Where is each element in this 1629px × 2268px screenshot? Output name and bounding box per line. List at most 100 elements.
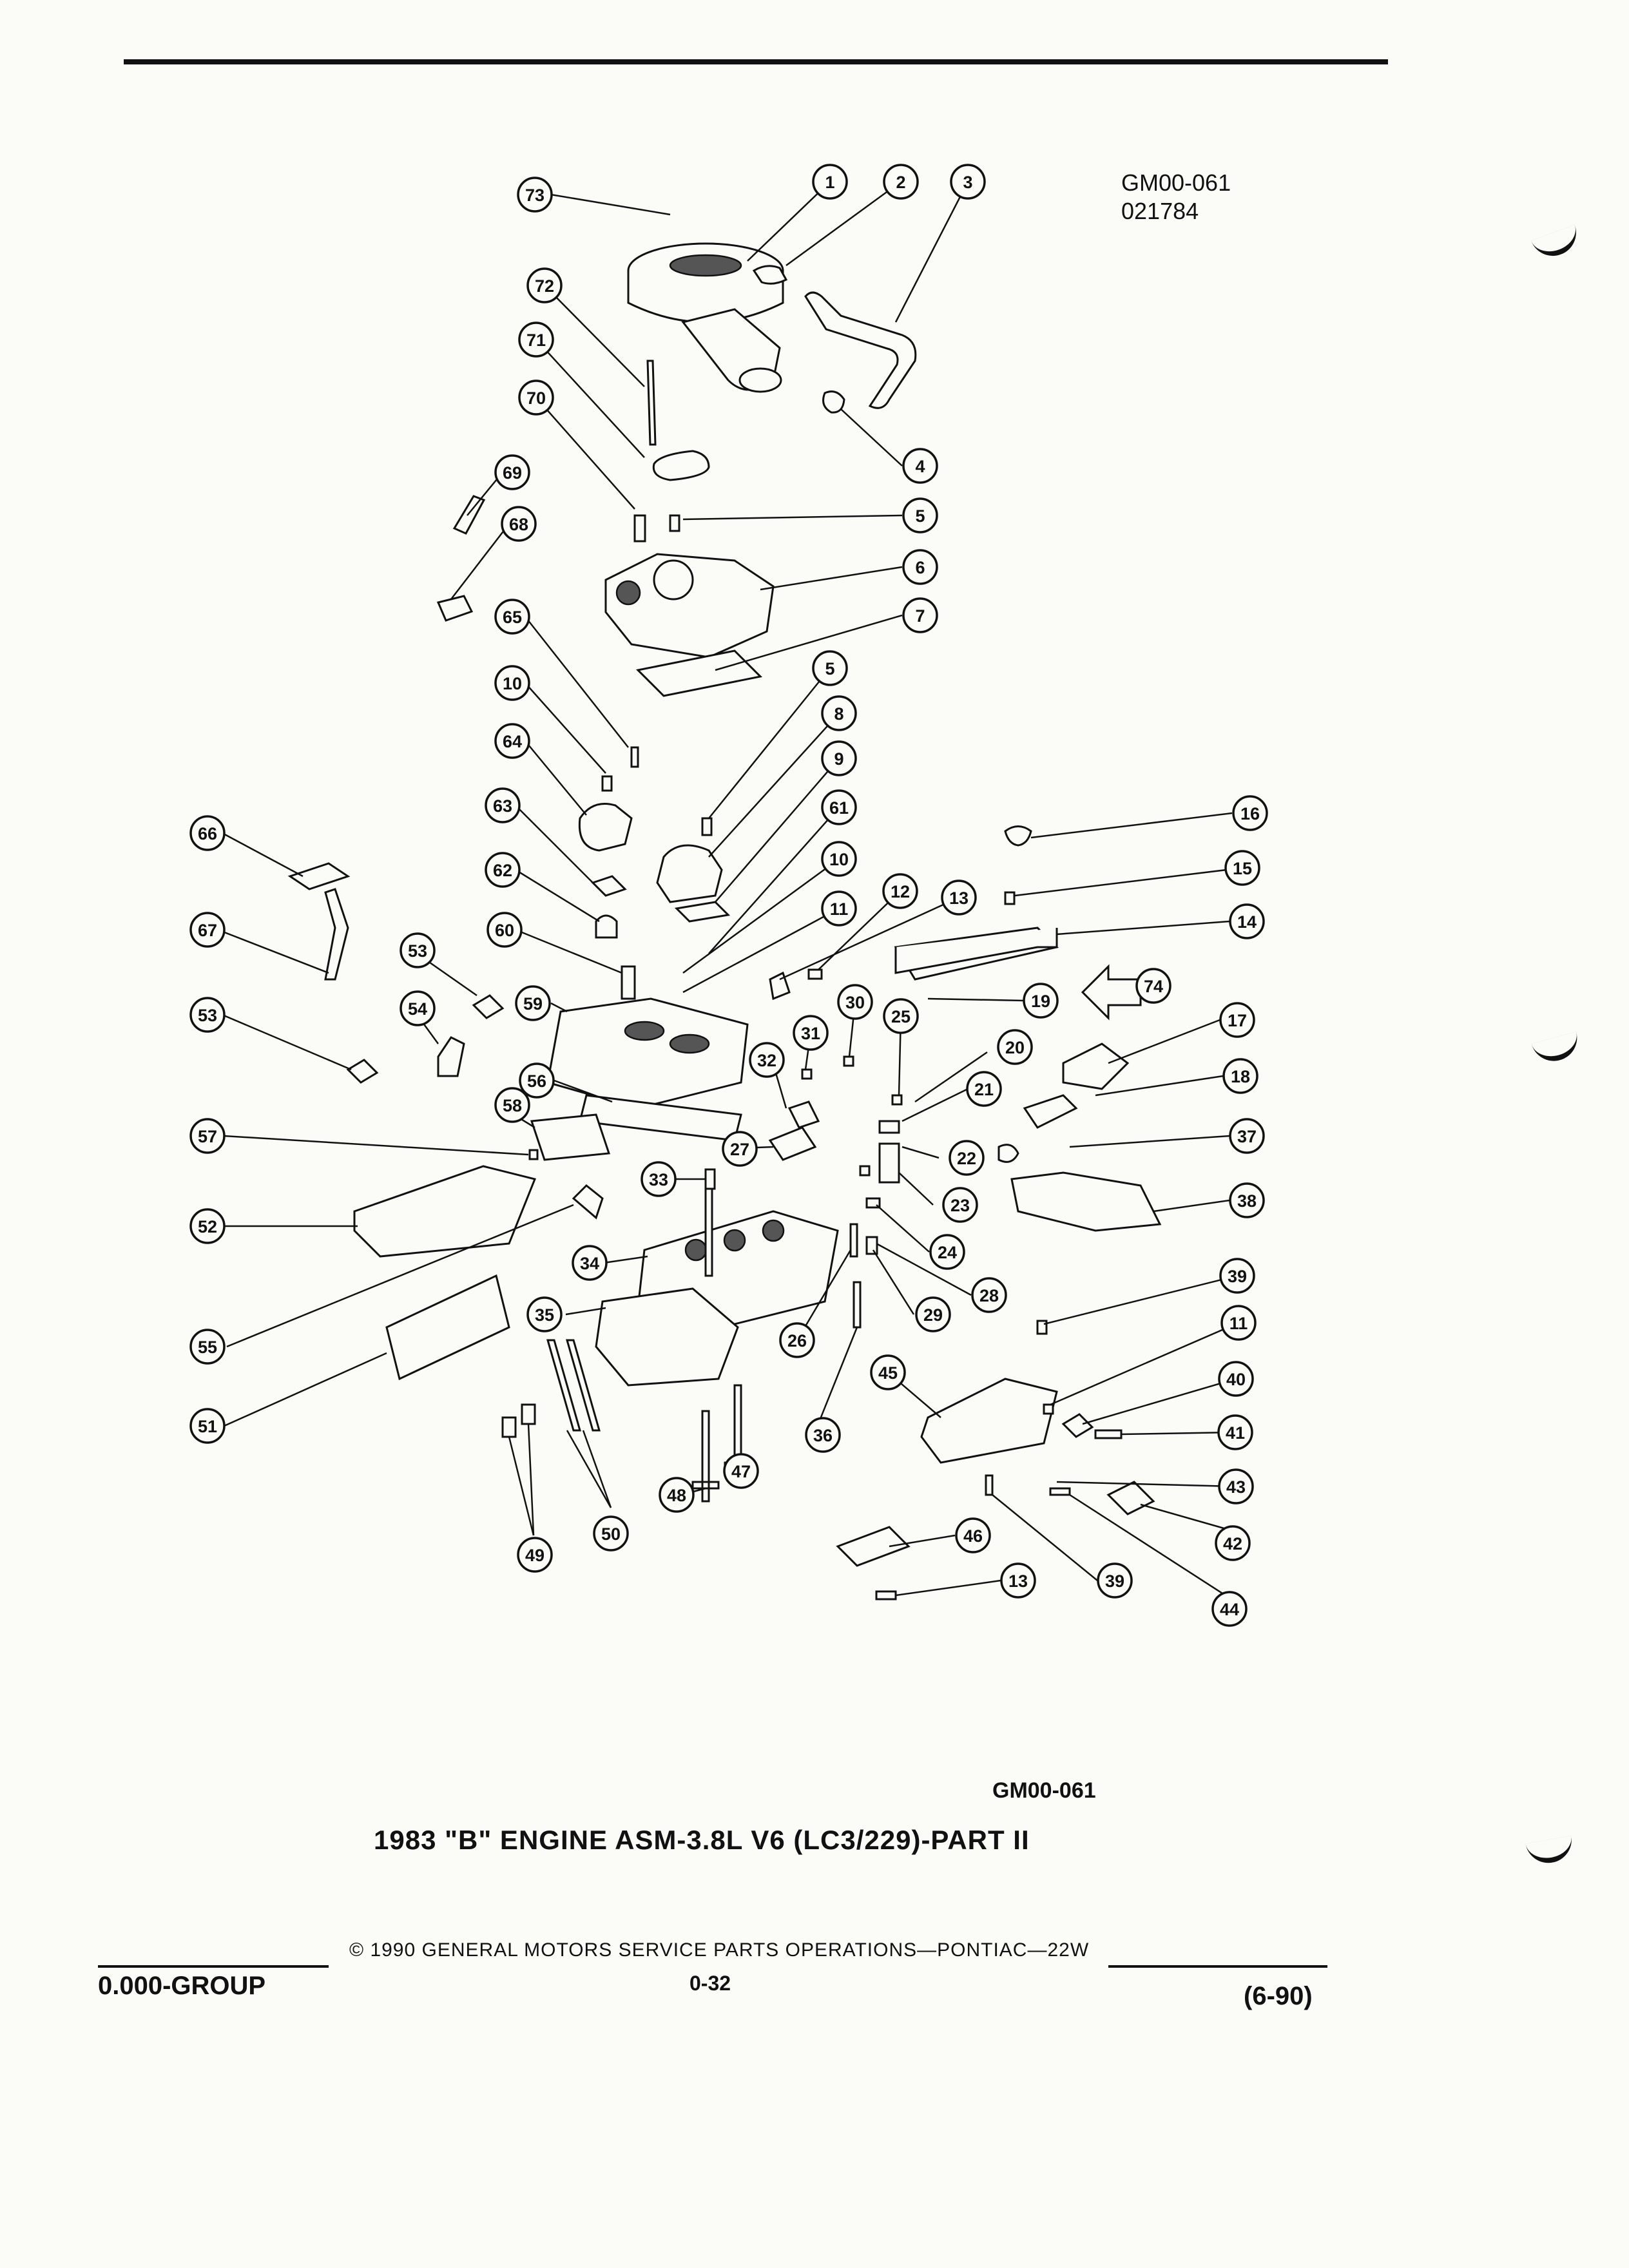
callout-circle xyxy=(189,912,226,948)
callout-number: 15 xyxy=(1233,859,1252,878)
callout-number: 24 xyxy=(938,1243,957,1262)
callout-64: 64 xyxy=(494,723,530,759)
callout-number: 21 xyxy=(974,1080,994,1099)
callout-number: 54 xyxy=(408,999,427,1019)
callout-11: 11 xyxy=(1220,1305,1257,1341)
callout-circle xyxy=(902,597,938,633)
callout-18: 18 xyxy=(1222,1058,1258,1094)
callout-6: 6 xyxy=(902,549,938,585)
oil-fill-cap-part xyxy=(1004,825,1032,847)
callout-circle xyxy=(518,322,554,358)
callout-number: 25 xyxy=(891,1007,911,1026)
footer-rule-left xyxy=(98,1965,329,1968)
callout-circle xyxy=(821,841,857,877)
callout-number: 69 xyxy=(503,463,522,483)
fitting-part xyxy=(998,1144,1019,1163)
callout-17: 17 xyxy=(1219,1002,1255,1038)
callout-circle xyxy=(883,164,919,200)
callout-39: 39 xyxy=(1097,1562,1133,1599)
callout-number: 14 xyxy=(1237,912,1257,932)
callout-57: 57 xyxy=(189,1118,226,1154)
callout-number: 8 xyxy=(834,704,843,724)
callout-12: 12 xyxy=(882,873,918,909)
bracket-small-part xyxy=(769,971,791,1001)
callout-34: 34 xyxy=(572,1245,608,1281)
callout-number: 2 xyxy=(896,173,905,192)
callout-number: 51 xyxy=(198,1417,217,1436)
callout-8: 8 xyxy=(821,695,857,731)
callout-41: 41 xyxy=(1217,1414,1253,1450)
callout-number: 33 xyxy=(649,1170,668,1189)
callout-number: 63 xyxy=(493,796,512,816)
footer-date: (6-90) xyxy=(1244,1982,1313,2010)
callout-31: 31 xyxy=(793,1015,829,1051)
callout-circle xyxy=(941,879,977,916)
footer-copyright: © 1990 GENERAL MOTORS SERVICE PARTS OPER… xyxy=(349,1939,1090,1961)
callout-22: 22 xyxy=(949,1140,985,1176)
elbow-hose-part xyxy=(752,265,788,285)
stud-head-part xyxy=(704,1168,716,1190)
callout-circle xyxy=(517,177,553,213)
callout-circle xyxy=(821,740,857,776)
callout-1: 1 xyxy=(812,164,848,200)
callout-number: 31 xyxy=(801,1024,820,1043)
pcv-tube-part xyxy=(804,291,917,409)
callout-2: 2 xyxy=(883,164,919,200)
sensor-bracket-part xyxy=(436,595,474,622)
wiring-harness-part xyxy=(287,862,351,981)
bracket-clip-part xyxy=(346,1059,379,1084)
callout-46: 46 xyxy=(955,1517,991,1553)
callout-number: 65 xyxy=(503,608,522,627)
callout-circle xyxy=(882,873,918,909)
callout-56: 56 xyxy=(519,1062,555,1099)
thermostat-part xyxy=(595,914,618,939)
callout-13: 13 xyxy=(941,879,977,916)
callout-number: 11 xyxy=(830,899,849,919)
callout-number: 4 xyxy=(915,457,925,476)
callout-number: 73 xyxy=(525,186,545,205)
callout-number: 56 xyxy=(527,1072,546,1091)
callout-15: 15 xyxy=(1224,850,1260,886)
callout-62: 62 xyxy=(485,852,521,888)
callout-number: 43 xyxy=(1226,1477,1246,1497)
callout-number: 41 xyxy=(1226,1423,1245,1443)
exhaust-manifold-part xyxy=(920,1378,1058,1464)
valve-spring-part xyxy=(878,1142,900,1184)
carburetor-part xyxy=(604,553,775,658)
callout-circle xyxy=(1218,1468,1254,1504)
callout-circle xyxy=(1229,1118,1265,1154)
callout-number: 35 xyxy=(535,1305,554,1325)
callout-29: 29 xyxy=(915,1296,951,1332)
rocker-nut-part xyxy=(843,1055,854,1067)
callout-circle xyxy=(1224,850,1260,886)
callout-number: 29 xyxy=(923,1305,943,1325)
callout-60: 60 xyxy=(487,912,523,948)
callout-27: 27 xyxy=(722,1131,758,1167)
callout-61: 61 xyxy=(821,789,857,825)
callout-number: 28 xyxy=(979,1286,999,1305)
callout-number: 1 xyxy=(825,173,834,192)
callout-66: 66 xyxy=(189,815,226,851)
footer-rule-right xyxy=(1108,1965,1327,1968)
callout-23: 23 xyxy=(942,1187,978,1223)
callout-circle xyxy=(915,1296,951,1332)
callout-14: 14 xyxy=(1229,903,1265,939)
plug-part xyxy=(865,1236,878,1255)
callout-circle xyxy=(189,1329,226,1365)
callout-13: 13 xyxy=(1000,1562,1036,1599)
callout-number: 53 xyxy=(408,941,427,961)
callout-number: 59 xyxy=(523,994,543,1014)
clip-part xyxy=(472,994,505,1019)
pushrod-guide-part xyxy=(768,1126,817,1161)
callout-48: 48 xyxy=(659,1477,695,1513)
callout-circle xyxy=(1215,1525,1251,1561)
callout-47: 47 xyxy=(723,1453,759,1489)
callout-number: 16 xyxy=(1240,804,1260,823)
gasket-manifold-part xyxy=(1106,1481,1155,1515)
callout-circle xyxy=(1232,795,1268,831)
callout-circle xyxy=(883,998,919,1034)
callout-number: 13 xyxy=(1008,1571,1028,1591)
callout-circle xyxy=(793,1015,829,1051)
bolt-valve-part xyxy=(807,968,823,980)
callout-circle xyxy=(1229,903,1265,939)
